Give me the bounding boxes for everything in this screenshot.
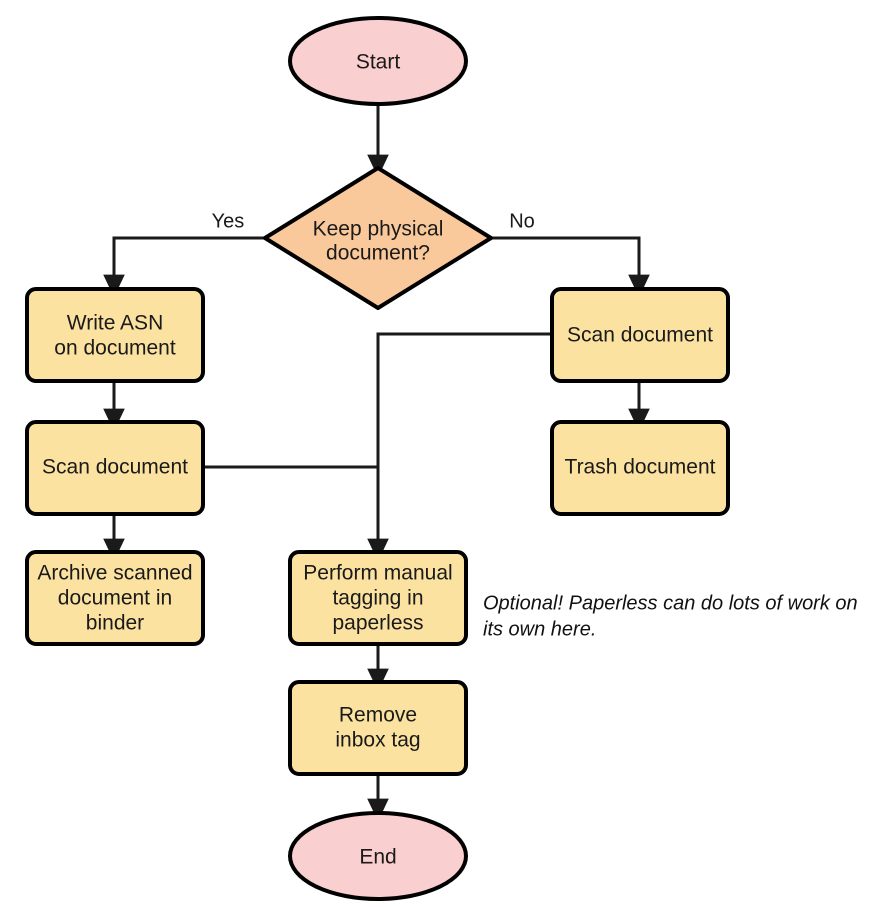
node-remove-inbox-tag[interactable]: Remove inbox tag bbox=[288, 680, 468, 776]
scan-document-left-label: Scan document bbox=[42, 456, 188, 479]
node-write-asn-on-document[interactable]: Write ASN on document bbox=[25, 287, 205, 383]
archive-label-line-2: document in bbox=[58, 587, 172, 610]
write-asn-box bbox=[25, 287, 205, 383]
archive-box bbox=[25, 550, 205, 646]
node-scan-document-left[interactable]: Scan document bbox=[25, 420, 205, 516]
edge-scan-right-to-tagging bbox=[367, 332, 552, 562]
node-trash-document[interactable]: Trash document bbox=[550, 420, 730, 516]
tagging-label-line-3: paperless bbox=[332, 612, 423, 635]
annotation-line-2: its own here. bbox=[483, 618, 596, 640]
decision-label-line-1: Keep physical bbox=[313, 218, 444, 241]
decision-diamond bbox=[263, 166, 493, 310]
node-decision-keep-physical-document[interactable]: Keep physical document? bbox=[263, 166, 493, 310]
node-archive-scanned-document[interactable]: Archive scanned document in binder bbox=[25, 550, 205, 646]
remove-inbox-tag-label-line-2: inbox tag bbox=[335, 729, 420, 752]
write-asn-label-line-1: Write ASN bbox=[67, 312, 163, 335]
archive-label-line-3: binder bbox=[86, 612, 144, 635]
remove-inbox-tag-box bbox=[288, 680, 468, 776]
start-label: Start bbox=[356, 51, 401, 74]
remove-inbox-tag-label-line-1: Remove bbox=[339, 704, 417, 727]
start-ellipse bbox=[288, 16, 468, 106]
node-perform-manual-tagging[interactable]: Perform manual tagging in paperless bbox=[288, 550, 468, 646]
annotation-optional-note: Optional! Paperless can do lots of work … bbox=[483, 592, 858, 640]
decision-label-line-2: document? bbox=[326, 242, 430, 265]
scan-document-right-box bbox=[550, 287, 730, 383]
trash-document-box bbox=[550, 420, 730, 516]
scan-document-left-box bbox=[25, 420, 205, 516]
edge-decision-yes-to-write-asn bbox=[103, 236, 265, 298]
edge-label-no: No bbox=[509, 210, 535, 232]
node-end[interactable]: End bbox=[288, 811, 468, 901]
node-start[interactable]: Start bbox=[288, 16, 468, 106]
end-ellipse bbox=[288, 811, 468, 901]
edge-label-yes: Yes bbox=[212, 210, 245, 232]
edge-decision-no-to-scan-right bbox=[491, 236, 650, 298]
write-asn-label-line-2: on document bbox=[54, 337, 176, 360]
tagging-label-line-1: Perform manual bbox=[303, 562, 452, 585]
scan-document-right-label: Scan document bbox=[567, 324, 713, 347]
trash-document-label: Trash document bbox=[565, 456, 716, 479]
edge-label-layer: Yes No bbox=[212, 210, 535, 232]
node-scan-document-right[interactable]: Scan document bbox=[550, 287, 730, 383]
edge-layer bbox=[103, 103, 650, 822]
tagging-box bbox=[288, 550, 468, 646]
archive-label-line-1: Archive scanned bbox=[37, 562, 192, 585]
annotation-line-1: Optional! Paperless can do lots of work … bbox=[483, 592, 858, 614]
tagging-label-line-2: tagging in bbox=[332, 587, 423, 610]
end-label: End bbox=[359, 846, 396, 869]
